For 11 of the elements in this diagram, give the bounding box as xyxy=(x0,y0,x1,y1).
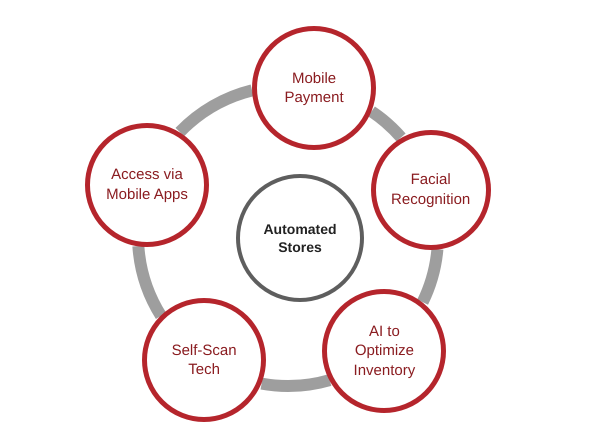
feature-label: Self-Scan Tech xyxy=(170,340,238,380)
hub-label: Automated Stores xyxy=(262,220,338,256)
feature-label: Access via Mobile Apps xyxy=(105,165,189,204)
feature-label: Facial Recognition xyxy=(390,170,472,210)
ring-arc xyxy=(417,248,444,304)
ring-arc xyxy=(368,106,406,142)
ring-arc xyxy=(176,84,254,136)
ring-arc xyxy=(132,245,166,319)
feature-label: Mobile Payment xyxy=(283,68,345,108)
feature-label: AI to Optimize Inventory xyxy=(352,322,416,380)
ring-arc xyxy=(260,374,332,392)
